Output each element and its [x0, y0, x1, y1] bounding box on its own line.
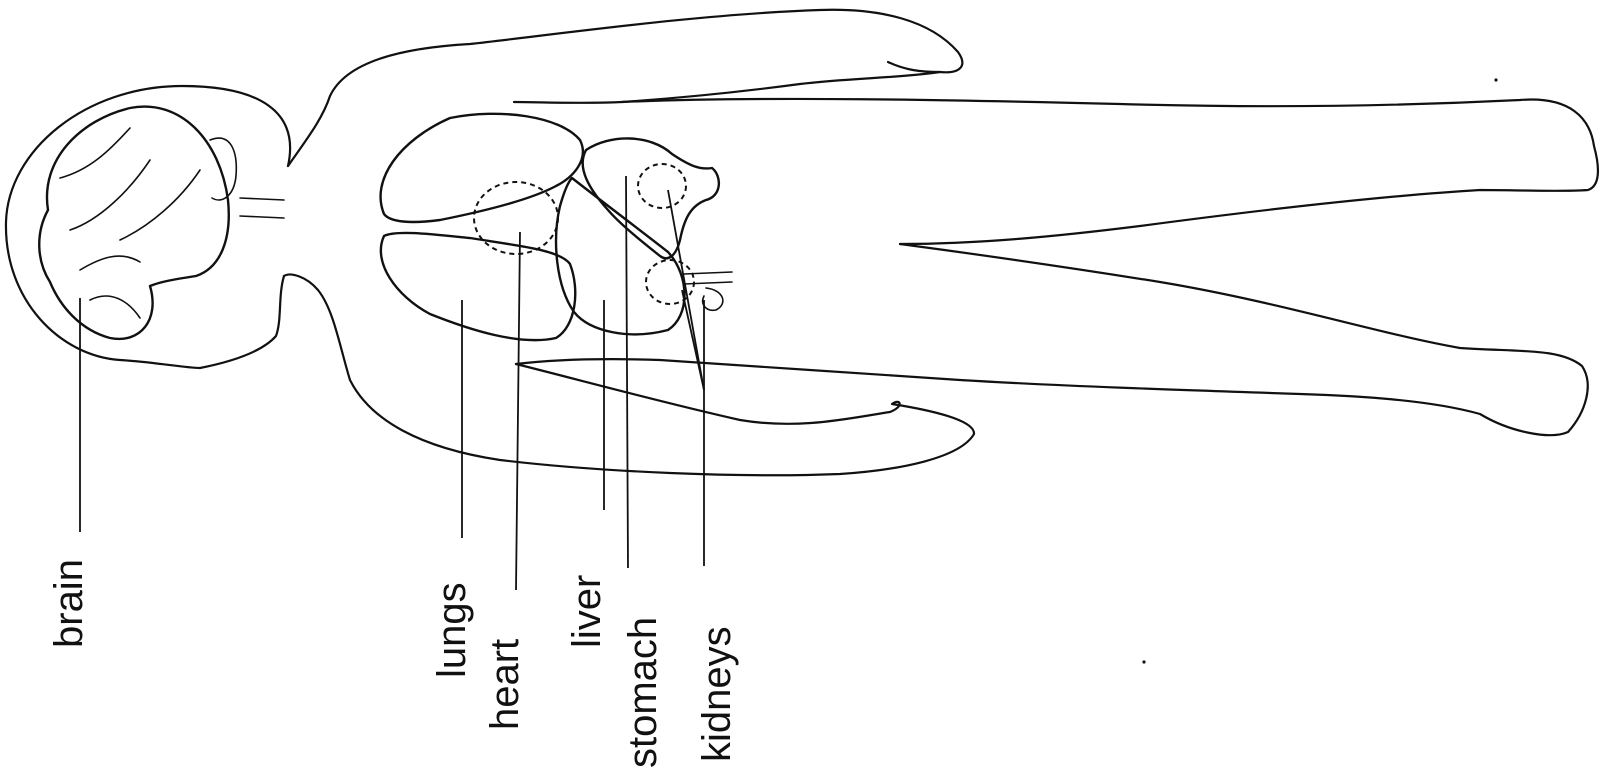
cerebellum — [210, 138, 236, 200]
vessel-line-upper — [684, 272, 732, 274]
brain-fold-4 — [80, 256, 140, 270]
brain-fold-2 — [70, 160, 150, 230]
kidney-upper — [638, 164, 686, 208]
body-outline — [6, 10, 1598, 475]
neck-line-upper — [240, 198, 284, 200]
heart-leader — [516, 232, 520, 590]
brain-organ — [39, 107, 236, 339]
brain-fold-1 — [60, 128, 130, 178]
kidneys-label: kidneys — [695, 626, 739, 762]
vessel-line-lower — [684, 282, 732, 284]
upper-leg — [622, 99, 1598, 244]
stomach-organ — [583, 138, 719, 258]
brain-fold-5 — [90, 296, 140, 318]
stomach-leader — [626, 176, 628, 568]
speck-1 — [1494, 78, 1497, 81]
kidneys-leader-lower — [682, 290, 704, 390]
bladder — [703, 288, 723, 310]
speck-2 — [1142, 660, 1145, 663]
upper-arm — [514, 72, 940, 103]
shoulder-upper — [288, 10, 962, 166]
lower-leg — [516, 244, 1588, 435]
cerebrum — [39, 107, 229, 339]
lung-upper — [381, 114, 583, 222]
heart-organ — [474, 182, 558, 254]
lungs-organ — [381, 114, 583, 340]
neck-line-lower — [240, 216, 284, 218]
liver-organ — [556, 178, 684, 334]
liver-label: liver — [565, 575, 609, 648]
lungs-label: lungs — [430, 582, 474, 678]
stomach-label: stomach — [621, 617, 665, 768]
heart-label: heart — [483, 639, 527, 730]
head-outline — [6, 86, 290, 368]
leader-lines — [80, 176, 704, 590]
brain-label: brain — [47, 559, 91, 648]
brain-fold-3 — [120, 170, 200, 240]
lung-lower — [381, 233, 575, 340]
